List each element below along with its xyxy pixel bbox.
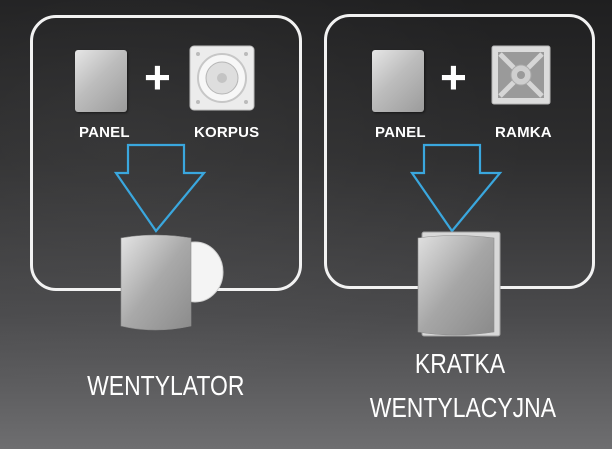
caption-kratka: KRATKA [414, 348, 506, 379]
panel-image [75, 50, 127, 112]
panel-image [372, 50, 424, 112]
plus-sign: + [144, 51, 171, 103]
down-arrow-icon [113, 143, 207, 233]
fan-housing-image [189, 45, 255, 111]
plus-sign: + [440, 51, 467, 103]
fan-assembled-image [120, 234, 224, 331]
ramka-label: RAMKA [495, 124, 552, 141]
caption-wentylacyjna: WENTYLACYJNA [369, 392, 557, 423]
panel-label: PANEL [375, 124, 426, 141]
korpus-label: KORPUS [194, 124, 260, 141]
grille-assembled-image [417, 231, 501, 337]
down-arrow-icon [409, 143, 503, 233]
frame-image [491, 45, 551, 105]
panel-label: PANEL [79, 124, 130, 141]
caption-wentylator: WENTYLATOR [87, 370, 245, 401]
